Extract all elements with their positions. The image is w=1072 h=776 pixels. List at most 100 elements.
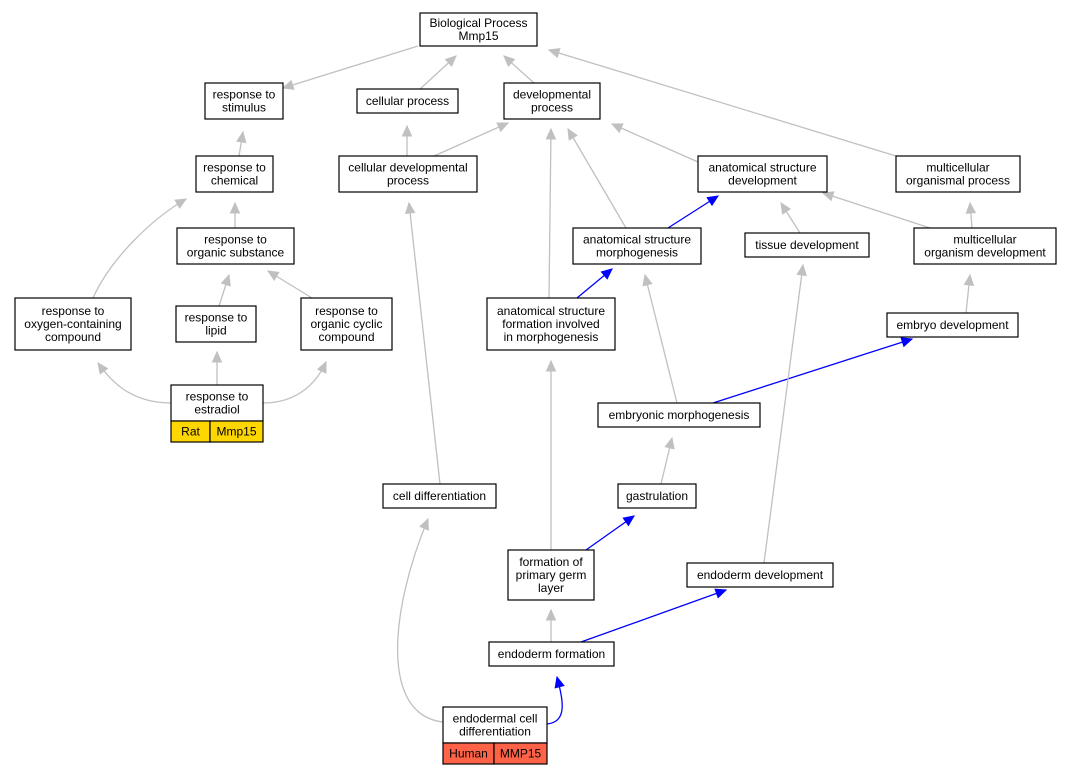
node-label-line: anatomical structure [583,233,691,247]
node-cellular-process[interactable]: cellular process [356,88,459,114]
edge-is-a [282,45,419,89]
node-box [14,297,132,351]
edge-is-a [396,518,444,723]
node-label-line: organismal process [906,174,1010,188]
node-label-line: in morphogenesis [504,330,599,344]
edge-arrowhead [229,201,241,214]
node-label-line: process [531,101,573,115]
node-box [697,155,828,193]
node-label-line: response to [203,161,266,175]
node-endoderm-dev[interactable]: endoderm development [686,562,834,588]
node-box [300,297,393,351]
node-box [886,312,1019,338]
node-label-line: cell differentiation [393,489,486,503]
tag-gene-cell [493,742,548,765]
node-label-line: Mmp15 [458,29,498,43]
node-label-line: formation of [519,555,583,569]
node-box [204,82,284,120]
node-label-line: chemical [211,174,258,188]
node-gastrulation[interactable]: gastrulation [617,483,697,509]
node-label-line: cellular developmental [348,161,467,175]
edge-arrowhead [545,359,557,372]
node-label-line: organic cyclic [310,317,382,331]
node-box [175,305,257,343]
edge-part-of [580,589,727,643]
edge-is-a [763,264,804,564]
node-label-line: response to [204,233,267,247]
edge-arrowhead [419,517,429,531]
tag-species: Rat [181,425,200,439]
tag-gene: MMP15 [500,747,542,761]
edges-layer [92,45,977,725]
tag-gene: Mmp15 [216,425,256,439]
edge-arrowhead [780,201,792,215]
node-tissue-dev[interactable]: tissue development [744,232,870,258]
node-box [617,483,697,509]
node-box [338,155,478,193]
node-box [744,232,870,258]
node-label-line: embryonic morphogenesis [609,408,750,422]
edge-arrowhead [706,195,720,207]
node-box [382,483,497,509]
node-label-line: layer [538,581,564,595]
edge-arrowhead [316,360,327,374]
node-box [895,155,1021,193]
node-label-line: developmental [513,88,591,102]
node-label-line: multicellular [953,233,1016,247]
node-cell-diff[interactable]: cell differentiation [382,483,497,509]
edge-arrowhead [554,675,565,689]
node-label-line: cellular process [366,94,449,108]
node-embryonic-morph[interactable]: embryonic morphogenesis [597,402,761,428]
edge-is-a [644,274,678,404]
node-label-line: morphogenesis [596,246,678,260]
node-label-line: differentiation [459,725,531,739]
edge-arrowhead [610,123,624,134]
edge-is-a [548,128,552,299]
node-endoderm-formation[interactable]: endoderm formation [488,641,615,667]
node-box [195,155,274,193]
node-label-line: endoderm formation [498,647,605,661]
node-label-line: response to [185,311,248,325]
species-tag-rat: Rat Mmp15 [170,420,264,443]
edge-arrowhead [664,436,675,450]
edge-is-a [548,49,897,157]
node-embryo-dev[interactable]: embryo development [886,312,1019,338]
node-label-line: multicellular [926,161,989,175]
edge-part-of [712,338,913,404]
edge-arrowhead [545,127,557,140]
edge-arrowhead [642,273,653,287]
node-box [913,227,1057,265]
edge-arrowhead [97,362,109,375]
node-label-line: compound [318,330,374,344]
node-label-line: embryo development [896,318,1009,332]
node-box [419,12,538,47]
node-box [486,297,616,351]
node-label-line: process [387,174,429,188]
edge-arrowhead [496,122,510,133]
node-label-line: tissue development [755,238,859,252]
node-label-line: organism development [924,246,1046,260]
edge-arrowhead [220,273,231,287]
node-box [572,227,702,265]
edge-arrowhead [401,124,413,137]
node-label-line: oxygen-containing [24,317,121,331]
